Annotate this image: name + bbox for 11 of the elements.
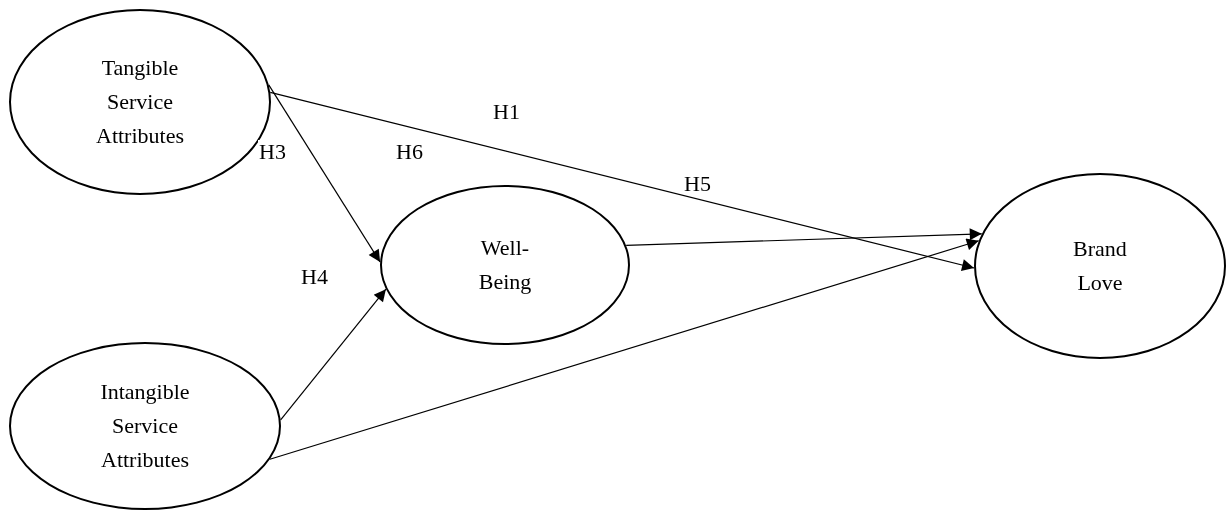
construct-label: Well-Being <box>477 234 533 296</box>
hypothesis-label: H5 <box>683 172 712 196</box>
arrow <box>280 288 387 421</box>
construct-label: Brand Love <box>1072 235 1128 297</box>
arrow <box>268 84 381 263</box>
hypothesis-label: H1 <box>492 100 521 124</box>
arrow <box>269 91 975 271</box>
hypothesis-label: H6 <box>395 140 424 164</box>
construct-label: Tangible Service Attributes <box>95 54 185 150</box>
arrow <box>269 238 980 460</box>
construct-label: Intangible Service Attributes <box>99 378 191 474</box>
